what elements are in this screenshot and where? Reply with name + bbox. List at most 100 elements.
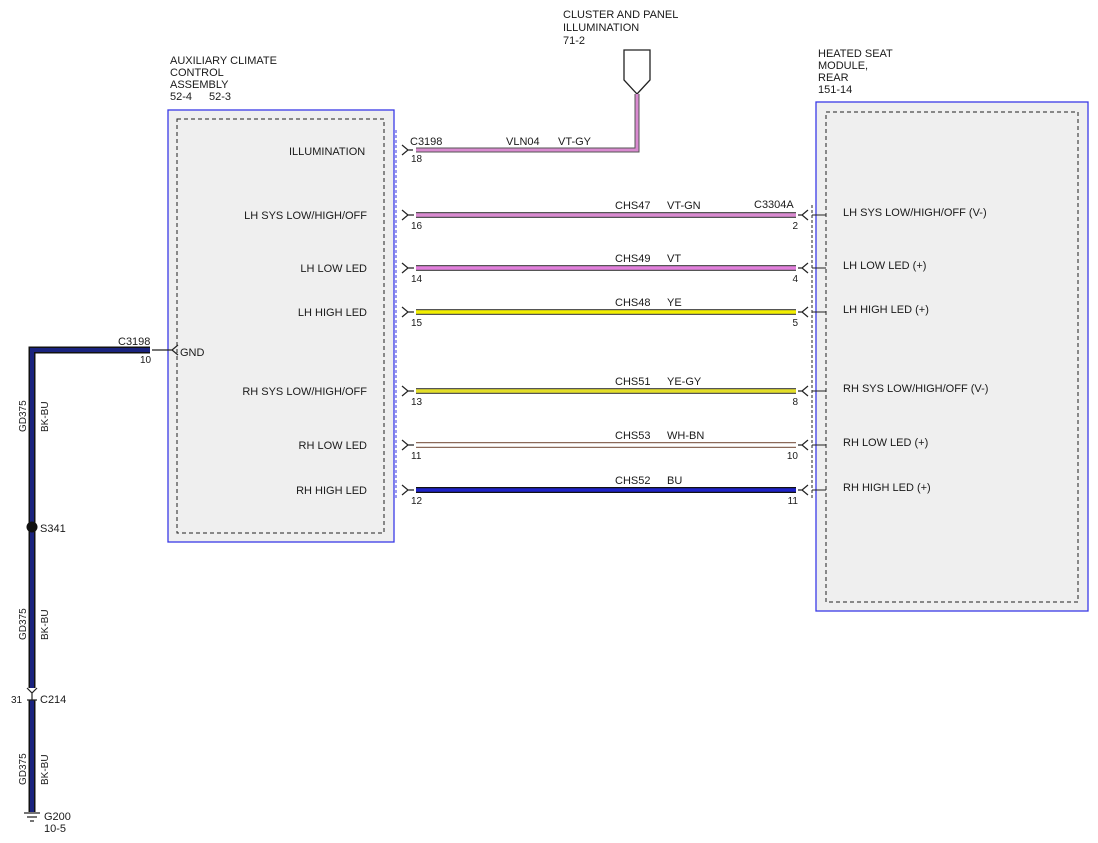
seat-pin-label: RH HIGH LED (+) — [843, 482, 931, 494]
pin-arrow-icon — [401, 262, 414, 274]
ground-circuit-id-1: GD375 — [18, 400, 29, 432]
seat-module-box — [815, 101, 1089, 612]
seat-pin-number: 2 — [792, 221, 798, 232]
signal-wires: LH SYS LOW/HIGH/OFF 16 CHS47 VT-GN 2 LH SYS L… — [242, 200, 988, 507]
seat-connector-label: C3304A — [754, 199, 794, 211]
aux-pin-label: LH LOW LED — [300, 263, 367, 275]
wire-color-code: BU — [667, 475, 682, 487]
wire-color-code: YE — [667, 297, 682, 309]
pin-arrow-icon — [798, 306, 809, 318]
pin-arrow-icon — [798, 439, 809, 451]
aux-ref-2: 52-3 — [209, 91, 231, 103]
seat-pin-label: LH HIGH LED (+) — [843, 304, 929, 316]
aux-pin-label: LH HIGH LED — [298, 307, 367, 319]
wire-color-code: WH-BN — [667, 430, 704, 442]
circuit-id: CHS49 — [615, 253, 650, 265]
cluster-title-line2: ILLUMINATION — [563, 22, 639, 34]
aux-module-inner — [176, 118, 385, 534]
heated-seat-module: HEATED SEAT MODULE, REAR 151-14 — [811, 48, 1089, 612]
aux-pin-number: 13 — [411, 397, 423, 408]
pin-arrow-icon — [401, 306, 414, 318]
pin-arrow-icon — [152, 344, 179, 356]
pin-arrow-icon — [798, 385, 809, 397]
ground-pin: 10 — [140, 355, 152, 366]
splice-dot-icon — [26, 521, 38, 533]
aux-pin-label: RH HIGH LED — [296, 485, 367, 497]
aux-pin-label: RH SYS LOW/HIGH/OFF — [242, 386, 367, 398]
aux-climate-module: AUXILIARY CLIMATE CONTROL ASSEMBLY 52-4 … — [167, 55, 397, 543]
circuit-id: CHS47 — [615, 200, 650, 212]
splice-label: S341 — [40, 523, 66, 535]
seat-pin-number: 11 — [788, 496, 799, 507]
wire-color-code: YE-GY — [667, 376, 702, 388]
pin-arrow-icon — [401, 484, 414, 496]
wire-color-code: VT — [667, 253, 681, 265]
inline-connector-pin: 31 — [11, 695, 23, 706]
seat-pin-number: 10 — [787, 451, 799, 462]
pin-arrow-icon — [798, 484, 809, 496]
seat-ref: 151-14 — [818, 84, 852, 96]
seat-module-inner — [825, 111, 1079, 603]
illumination-label: ILLUMINATION — [289, 146, 365, 158]
wire-row: LH HIGH LED 15 CHS48 YE 5 LH HIGH LED (+) — [298, 297, 929, 329]
illumination-circuit: ILLUMINATION C3198 18 VLN04 VT-GY — [289, 94, 640, 165]
aux-pin-number: 16 — [411, 221, 423, 232]
ground-color-2: BK-BU — [40, 609, 51, 640]
circuit-id: CHS52 — [615, 475, 650, 487]
harness-connector-icon — [623, 49, 651, 95]
ground-point-label: G200 — [44, 811, 71, 823]
cluster-ref: 71-2 — [563, 35, 585, 47]
seat-title-line3: REAR — [818, 72, 849, 84]
ground-symbol-icon — [24, 812, 40, 822]
seat-pin-label: LH LOW LED (+) — [843, 260, 926, 272]
pin-arrow-icon — [798, 262, 809, 274]
illumination-connector: C3198 — [410, 136, 442, 148]
ground-wire — [30, 348, 150, 812]
cluster-illumination-source: CLUSTER AND PANEL ILLUMINATION 71-2 — [563, 9, 678, 95]
ground-circuit-id-3: GD375 — [18, 753, 29, 785]
aux-pin-number: 11 — [411, 451, 422, 462]
seat-title-line2: MODULE, — [818, 60, 868, 72]
circuit-id: CHS51 — [615, 376, 650, 388]
circuit-id: CHS48 — [615, 297, 650, 309]
illumination-pin: 18 — [411, 154, 423, 165]
aux-gnd-label: GND — [180, 347, 205, 359]
wire-color-code: VT-GN — [667, 200, 701, 212]
aux-pin-number: 14 — [411, 274, 423, 285]
ground-color-3: BK-BU — [40, 754, 51, 785]
pin-arrow-icon — [401, 209, 414, 221]
pin-arrow-icon — [401, 385, 414, 397]
pin-arrow-icon — [798, 209, 809, 221]
ground-point-ref: 10-5 — [44, 823, 66, 835]
wire-row: RH SYS LOW/HIGH/OFF 13 CHS51 YE-GY 8 RH SYS L… — [242, 376, 988, 408]
cluster-title-line1: CLUSTER AND PANEL — [563, 9, 678, 21]
ground-color-1: BK-BU — [40, 401, 51, 432]
aux-pin-number: 12 — [411, 496, 423, 507]
illumination-color-code: VT-GY — [558, 136, 592, 148]
aux-pin-number: 15 — [411, 318, 423, 329]
aux-ref-1: 52-4 — [170, 91, 192, 103]
ground-connector: C3198 — [118, 336, 150, 348]
wire-row: LH LOW LED 14 CHS49 VT 4 LH LOW LED (+) — [300, 253, 926, 285]
aux-module-box — [167, 109, 395, 543]
seat-pin-label: LH SYS LOW/HIGH/OFF (V-) — [843, 207, 987, 219]
seat-pin-number: 8 — [792, 397, 798, 408]
wire-row: RH HIGH LED 12 CHS52 BU 11 RH HIGH LED (+) — [296, 475, 931, 507]
seat-pin-label: RH SYS LOW/HIGH/OFF (V-) — [843, 383, 988, 395]
seat-pin-number: 4 — [792, 274, 798, 285]
seat-pin-label: RH LOW LED (+) — [843, 437, 928, 449]
pin-arrow-icon — [401, 439, 414, 451]
circuit-id: CHS53 — [615, 430, 650, 442]
pin-arrow-icon — [401, 144, 413, 156]
ground-circuit-id-2: GD375 — [18, 608, 29, 640]
illumination-circuit-id: VLN04 — [506, 136, 540, 148]
aux-pin-label: LH SYS LOW/HIGH/OFF — [244, 210, 367, 222]
illumination-wire — [416, 94, 639, 152]
inline-connector-label: C214 — [40, 694, 66, 706]
seat-pin-number: 5 — [792, 318, 798, 329]
ground-circuit: C3198 10 GD375 BK-BU S341 GD375 BK-BU 31… — [11, 336, 179, 835]
aux-title-line3: ASSEMBLY — [170, 79, 229, 91]
inline-connector-icon — [26, 687, 38, 701]
